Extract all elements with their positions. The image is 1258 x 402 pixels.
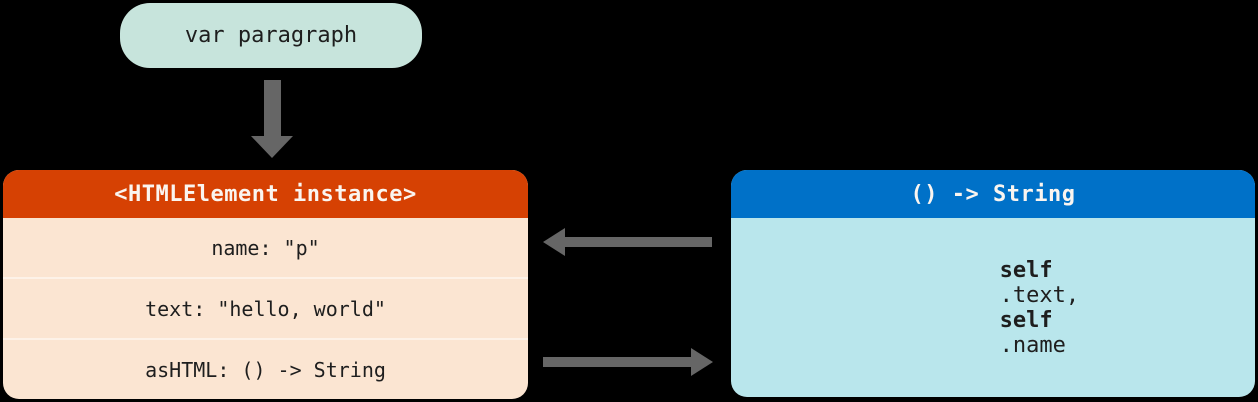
htmlelement-instance-header: <HTMLElement instance> xyxy=(3,170,528,218)
closure-header: () -> String xyxy=(731,170,1255,218)
instance-row-ashtml: asHTML: () -> String xyxy=(3,338,528,399)
instance-rows: name: "p" text: "hello, world" asHTML: (… xyxy=(3,218,528,399)
arrow-left-head xyxy=(543,228,565,256)
closure-node: () -> String self .text, self .name xyxy=(731,170,1255,397)
arrow-right-shaft xyxy=(543,357,691,367)
arrow-down-head xyxy=(251,136,293,158)
arrow-left-shaft xyxy=(565,237,712,247)
var-paragraph-label: var paragraph xyxy=(184,23,358,48)
closure-segment-text: .text, xyxy=(999,282,1093,308)
closure-segment-self-1: self xyxy=(999,257,1053,283)
var-paragraph-node: var paragraph xyxy=(120,3,422,68)
htmlelement-instance-node: <HTMLElement instance> name: "p" text: "… xyxy=(3,170,528,399)
closure-body-segments: self .text, self .name xyxy=(894,233,1093,383)
closure-body-text: self .text, self .name xyxy=(731,218,1255,397)
closure-segment-self-2: self xyxy=(999,307,1053,333)
arrow-right-head xyxy=(691,348,713,376)
closure-segment-name: .name xyxy=(999,332,1066,358)
instance-row-text: text: "hello, world" xyxy=(3,277,528,338)
arrow-down-shaft xyxy=(264,80,281,137)
instance-row-name: name: "p" xyxy=(211,235,320,260)
